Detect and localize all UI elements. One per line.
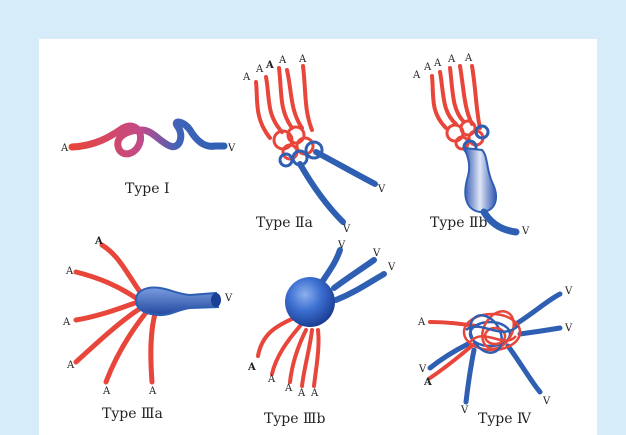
type-4-caption: Type Ⅳ: [478, 411, 532, 427]
type-2a-arteries: [256, 66, 312, 138]
type-4-vein-label-2: V: [564, 286, 573, 297]
type-3a-artery-label-2: A: [65, 266, 74, 277]
type-2a-diagram: A A A A A V V Type Ⅱa: [242, 54, 386, 235]
type-4-diagram: A A V V V V V Type Ⅳ: [417, 286, 573, 427]
type-2b-venous-sac: [464, 148, 496, 212]
type-3a-arteries: [76, 245, 156, 382]
type-2b-arteries: [432, 66, 480, 128]
type-2a-artery-label-4: A: [278, 55, 287, 66]
type-3b-artery-label-1: A: [247, 362, 256, 373]
type-3a-caption: Type Ⅲa: [102, 406, 163, 422]
type-1-diagram: A V Type Ⅰ: [60, 122, 236, 197]
type-2b-caption: Type Ⅱb: [430, 215, 487, 231]
type-3a-artery-label-5: A: [102, 386, 111, 397]
type-3b-caption: Type Ⅲb: [264, 411, 325, 427]
type-3b-vein-label-2: V: [372, 248, 381, 259]
type-2b-vein-label: V: [521, 226, 530, 237]
type-3a-vein-label: V: [224, 293, 233, 304]
type-3a-vein-outlet: [211, 293, 221, 307]
type-4-vein-label-4: V: [542, 396, 551, 407]
type-3b-artery-label-5: A: [310, 388, 319, 399]
type-2b-diagram: A A A A A V Type Ⅱb: [412, 53, 530, 237]
type-1-vein-label: V: [227, 143, 236, 154]
type-2b-artery-label-5: A: [464, 53, 473, 64]
type-3a-artery-label-6: A: [148, 386, 157, 397]
type-4-artery-label-1: A: [417, 317, 426, 328]
type-2a-artery-label-3: A: [265, 60, 274, 71]
type-4-vein-label-5: V: [460, 405, 469, 416]
type-3b-diagram: V V V A A A A A Type Ⅲb: [247, 240, 396, 427]
type-2a-vein-label-1: V: [377, 184, 386, 195]
type-3b-vein-label-1: V: [337, 240, 346, 251]
type-3b-artery-label-4: A: [297, 388, 306, 399]
type-1-caption: Type Ⅰ: [125, 181, 169, 197]
type-2b-vein: [484, 212, 516, 232]
type-3a-artery-label-1: A: [94, 236, 103, 247]
type-2b-artery-label-2: A: [423, 62, 432, 73]
type-3b-vein-label-3: V: [387, 262, 396, 273]
type-3a-artery-label-4: A: [66, 360, 75, 371]
type-2b-artery-label-3: A: [433, 58, 442, 69]
type-3b-artery-label-3: A: [284, 383, 293, 394]
type-3a-diagram: A A A A A A V Type Ⅲa: [62, 236, 233, 422]
type-2a-artery-label-1: A: [242, 72, 251, 83]
type-4-artery-label-2: A: [423, 377, 432, 388]
type-2b-artery-label-4: A: [447, 54, 456, 65]
type-4-vein-label-1: V: [418, 364, 427, 375]
type-3a-fistula-pouch: [136, 288, 218, 316]
type-3b-artery-label-2: A: [267, 374, 276, 385]
type-3b-venous-ectasia: [285, 277, 335, 327]
type-4-vein-label-3: V: [564, 323, 573, 334]
type-1-vessel: [72, 122, 224, 154]
type-2a-veins: [300, 152, 375, 222]
type-2a-artery-label-5: A: [298, 54, 307, 65]
type-2a-artery-label-2: A: [255, 64, 264, 75]
type-2a-caption: Type Ⅱa: [256, 215, 313, 231]
type-1-artery-label: A: [60, 143, 69, 154]
type-3a-artery-label-3: A: [62, 317, 71, 328]
type-2a-vein-label-2: V: [342, 224, 351, 235]
type-2b-artery-label-1: A: [412, 70, 421, 81]
